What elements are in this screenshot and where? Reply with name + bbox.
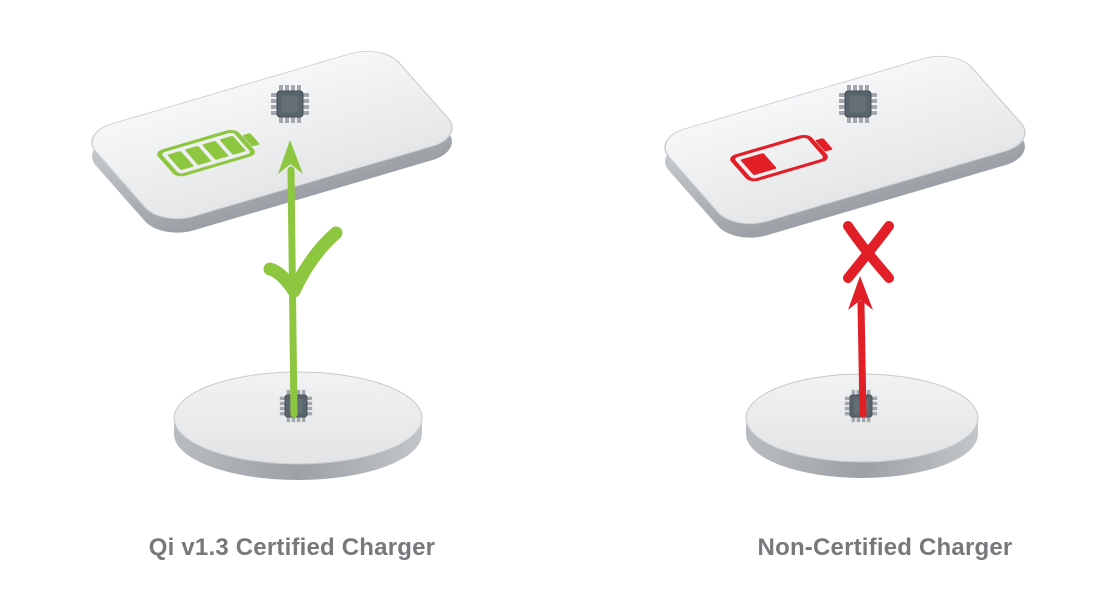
battery-full-icon (157, 129, 260, 177)
charging-pad (173, 371, 423, 480)
panel-non-certified (664, 55, 1026, 478)
panel-certified (91, 50, 453, 480)
phone (91, 50, 453, 233)
cross-icon (843, 221, 894, 283)
charging-pad-side (746, 418, 978, 478)
charging-pad-side (174, 418, 422, 480)
label-non-certified-charger: Non-Certified Charger (757, 534, 1013, 561)
up-arrow (848, 276, 873, 418)
phone-face (664, 55, 1026, 225)
phone-face (91, 50, 453, 220)
phone (664, 55, 1026, 238)
charging-pad (745, 373, 979, 478)
checkmark-icon (263, 226, 343, 298)
label-certified-charger: Qi v1.3 Certified Charger (148, 534, 436, 561)
battery-low-icon (730, 134, 833, 182)
